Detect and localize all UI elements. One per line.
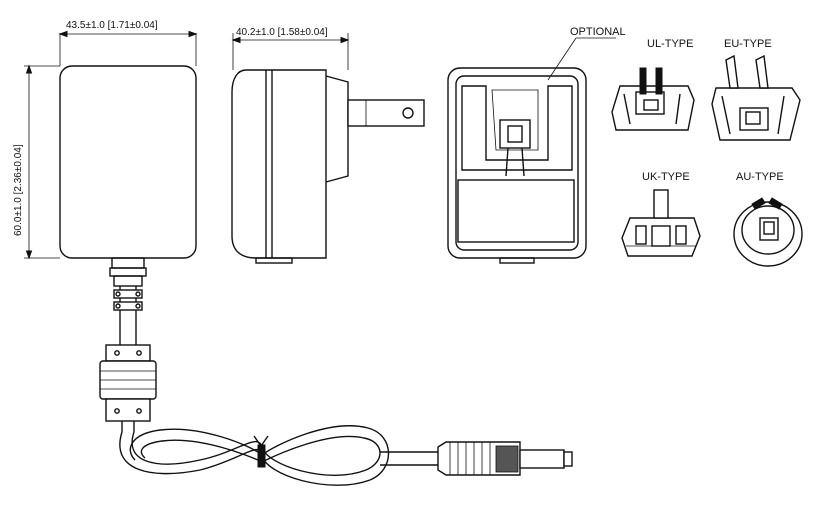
height-dimension: 60.0±1.0 [2.36±0.04] (13, 64, 60, 260)
au-type-label: AU-TYPE (736, 171, 784, 183)
dc-barrel-plug (437, 441, 573, 476)
height-label: 60.0±1.0 [2.36±0.04] (13, 144, 24, 236)
au-type-plug: AU-TYPE (733, 171, 803, 267)
dc-cable (99, 275, 573, 486)
ferrite-core (99, 344, 157, 422)
eu-type-label: EU-TYPE (724, 38, 772, 50)
side-width-dimension: 40.2±1.0 [1.58±0.04] (231, 27, 350, 70)
adapter-rear-view: OPTIONAL (447, 26, 626, 264)
adapter-front-view (59, 65, 197, 277)
optional-label: OPTIONAL (570, 26, 626, 38)
front-width-dimension: 43.5±1.0 [1.71±0.04] (58, 20, 198, 66)
cable-tie (253, 435, 269, 468)
eu-type-plug: EU-TYPE (711, 38, 801, 141)
ul-type-plug: UL-TYPE (611, 38, 695, 131)
adapter-side-view (231, 69, 425, 264)
uk-type-plug: UK-TYPE (621, 171, 701, 257)
uk-type-label: UK-TYPE (642, 171, 690, 183)
front-width-label: 43.5±1.0 [1.71±0.04] (66, 20, 158, 31)
side-width-label: 40.2±1.0 [1.58±0.04] (236, 27, 328, 38)
ul-type-label: UL-TYPE (647, 38, 693, 50)
